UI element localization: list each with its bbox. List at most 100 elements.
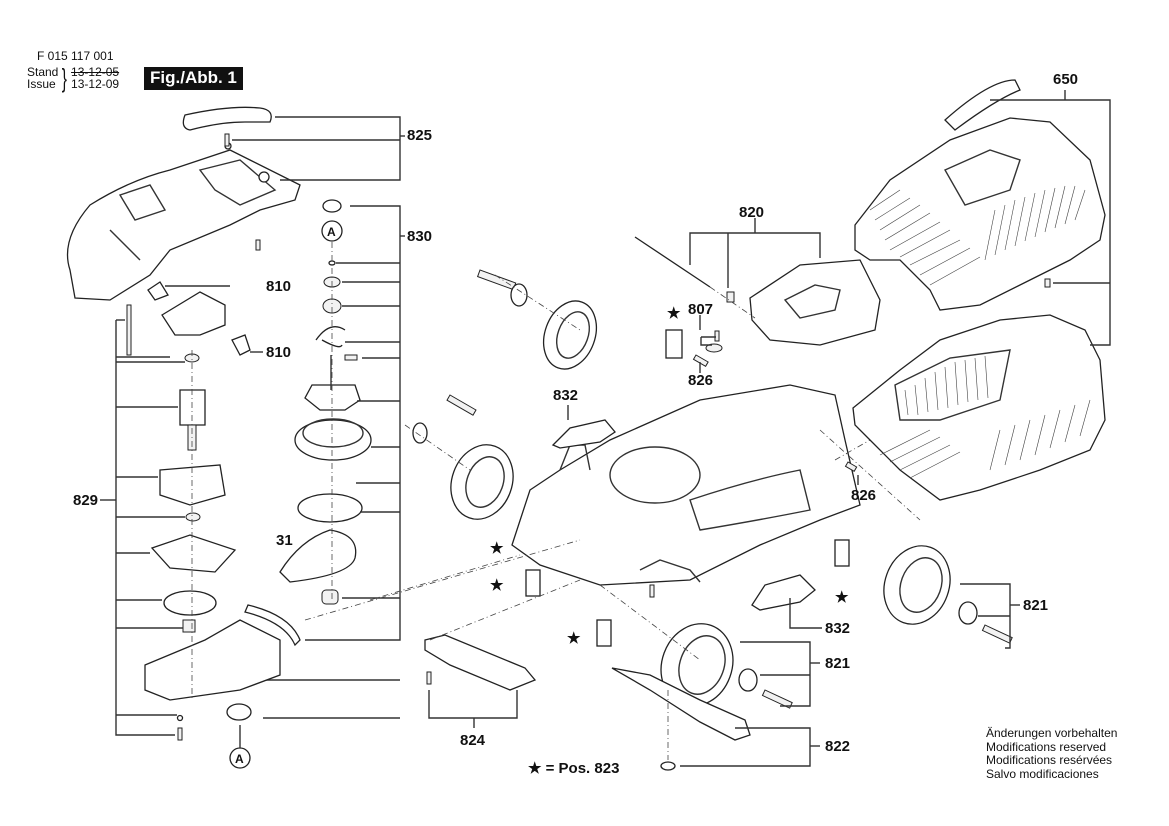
hub-part[interactable] (958, 601, 978, 625)
star-marker-icon: ★ (667, 305, 681, 322)
callout-650: 650 (1053, 71, 1079, 88)
gasket-part[interactable] (297, 493, 363, 523)
screw-part[interactable] (692, 354, 709, 368)
cap-part[interactable] (226, 703, 252, 721)
motor-bracket-part[interactable] (161, 291, 226, 336)
brace-icon: } (62, 63, 68, 93)
screw-part[interactable] (177, 727, 183, 741)
callout-826-top: 826 (688, 372, 714, 389)
callout-824: 824 (460, 732, 486, 749)
note-en: Modifications reserved (986, 739, 1107, 754)
blade-bolt-part[interactable] (660, 761, 676, 771)
carbon-brush-part[interactable] (231, 334, 251, 356)
spring-part[interactable] (726, 291, 735, 303)
wheel-front-left[interactable] (441, 436, 523, 528)
motor-cover-part[interactable] (66, 106, 301, 301)
mark-a-top: A (327, 225, 336, 239)
grass-box-basket-part[interactable] (852, 314, 1106, 501)
callout-31: 31 (276, 532, 293, 549)
stand-date: 13-12-05 (71, 65, 120, 79)
height-plate-part[interactable] (665, 329, 683, 359)
bushing-part[interactable] (321, 589, 339, 605)
wheel-rear-left[interactable] (535, 294, 606, 377)
magnet-ring-part[interactable] (294, 419, 372, 461)
callout-820: 820 (739, 204, 765, 221)
screw-part[interactable] (426, 671, 432, 685)
rear-flap-part[interactable] (749, 259, 881, 346)
star-marker-icon: ★ (490, 540, 504, 557)
callout-832-top: 832 (553, 387, 579, 404)
height-plate-part[interactable] (596, 619, 612, 647)
cap-part[interactable] (322, 199, 342, 213)
mulch-plate-part[interactable] (424, 634, 537, 691)
stand-label: Stand (27, 65, 59, 79)
callout-830: 830 (407, 228, 433, 245)
star-marker-icon: ★ (490, 577, 504, 594)
spring-part[interactable] (344, 354, 358, 361)
callout-821-right: 821 (1023, 597, 1049, 614)
figure-tag: Fig./Abb. 1 (144, 67, 243, 90)
grass-box-lid-part[interactable] (854, 79, 1106, 311)
mark-a-circle (321, 220, 343, 242)
flap-part[interactable] (551, 419, 616, 449)
screw-part[interactable] (224, 133, 230, 147)
bolt-part[interactable] (476, 269, 517, 291)
callout-807: 807 (688, 301, 714, 318)
mower-deck-part[interactable] (511, 384, 861, 586)
issue-label: Issue (27, 77, 56, 91)
armature-part[interactable] (179, 389, 206, 426)
modification-notes: Änderungen vorbehalten Modifications res… (986, 726, 1118, 781)
screw-part[interactable] (844, 461, 858, 473)
carbon-brush-part[interactable] (147, 281, 169, 301)
note-fr: Modifications resérvées (986, 753, 1113, 767)
mark-a-bottom: A (235, 752, 244, 766)
document-number: F 015 117 001 (37, 49, 114, 63)
revision-dates: 13-12-05 13-12-09 (71, 66, 119, 90)
callout-826-right: 826 (851, 487, 877, 504)
callout-822: 822 (825, 738, 851, 755)
callout-810-top: 810 (266, 278, 292, 295)
flap-part[interactable] (751, 574, 816, 611)
bolt-part[interactable] (981, 624, 1013, 644)
star-marker-icon: ★ (835, 589, 849, 606)
belt-part[interactable] (279, 529, 357, 583)
hub-part[interactable] (412, 422, 428, 444)
seal-strip-part[interactable] (244, 604, 301, 647)
spring-part[interactable] (182, 619, 196, 633)
brush-holder-part[interactable] (304, 384, 361, 411)
gear-wheel-part[interactable] (163, 590, 217, 616)
screw-part[interactable] (649, 584, 655, 598)
lever-part[interactable] (705, 343, 723, 353)
screw-part[interactable] (255, 239, 261, 251)
hub-part[interactable] (738, 668, 758, 692)
height-plate-part[interactable] (834, 539, 850, 567)
height-plate-part[interactable] (525, 569, 541, 597)
blade-part[interactable] (611, 667, 751, 741)
bolt-part[interactable] (446, 394, 477, 416)
issue-date: 13-12-09 (71, 77, 120, 91)
base-housing-part[interactable] (144, 619, 281, 701)
wheel-rear-right[interactable] (873, 536, 961, 633)
wheel-front-right[interactable] (650, 614, 745, 717)
callout-825: 825 (407, 127, 433, 144)
motor-column-parts (126, 281, 301, 769)
clip-part[interactable] (315, 326, 346, 348)
note-es: Salvo modificaciones (986, 766, 1099, 781)
star-legend: ★ = Pos. 823 (528, 760, 620, 777)
note-de: Änderungen vorbehalten (986, 726, 1118, 740)
callout-832-bottom: 832 (825, 620, 851, 637)
screw-part[interactable] (1044, 278, 1051, 288)
bearing-part[interactable] (185, 512, 201, 522)
callout-821-left: 821 (825, 655, 851, 672)
rod-part[interactable] (634, 236, 711, 288)
gear-housing-part[interactable] (150, 534, 237, 573)
leader-825-a (275, 116, 401, 181)
revision-block: Stand Issue } 13-12-05 13-12-09 (27, 63, 119, 93)
long-bolt-part[interactable] (126, 304, 132, 356)
star-marker-icon: ★ (567, 630, 581, 647)
revision-labels: Stand Issue (27, 66, 58, 90)
stator-part[interactable] (159, 464, 226, 506)
callout-810-bottom: 810 (266, 344, 292, 361)
hub-part[interactable] (510, 283, 528, 307)
